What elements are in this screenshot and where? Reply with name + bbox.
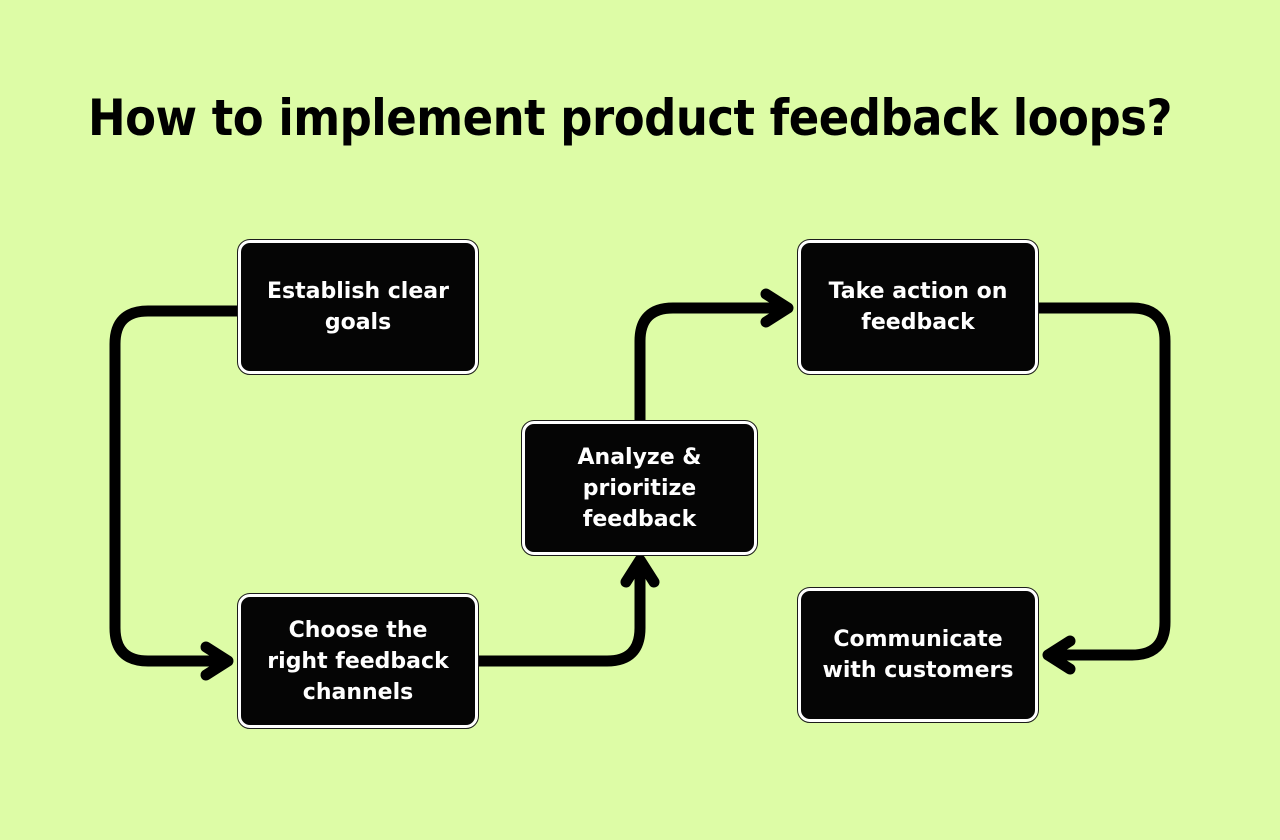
node-analyze-feedback-label: Analyze & prioritize feedback <box>577 444 702 532</box>
node-take-action[interactable]: Take action on feedback <box>797 239 1039 375</box>
node-communicate-label: Communicate with customers <box>822 627 1014 683</box>
node-establish-goals[interactable]: Establish clear goals <box>237 239 479 375</box>
arrowhead-establish-to-choose <box>200 641 234 681</box>
arrowhead-analyze-to-action <box>760 288 794 328</box>
page-title: How to implement product feedback loops? <box>88 88 1173 147</box>
connector-action-to-communicate <box>1032 302 1171 661</box>
node-take-action-label: Take action on feedback <box>828 279 1008 335</box>
node-choose-channels[interactable]: Choose the right feedback channels <box>237 593 479 729</box>
node-analyze-feedback[interactable]: Analyze & prioritize feedback <box>521 420 758 556</box>
node-establish-goals-label: Establish clear goals <box>267 279 449 335</box>
connector-establish-to-choose <box>109 305 244 667</box>
arrowhead-choose-to-analyze <box>620 554 660 588</box>
arrowhead-action-to-communicate <box>1042 635 1076 675</box>
node-choose-channels-label: Choose the right feedback channels <box>267 617 449 705</box>
connector-analyze-to-action <box>634 302 785 427</box>
node-communicate[interactable]: Communicate with customers <box>797 587 1039 723</box>
connector-choose-to-analyze <box>472 563 646 667</box>
